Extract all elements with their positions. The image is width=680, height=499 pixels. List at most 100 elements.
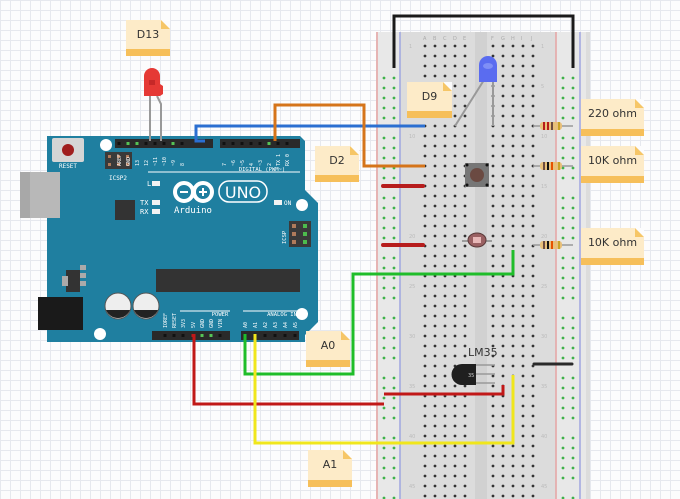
breadboard-hole[interactable]	[433, 454, 437, 458]
breadboard-hole[interactable]	[453, 414, 457, 418]
breadboard-hole[interactable]	[443, 134, 447, 138]
breadboard-hole[interactable]	[511, 454, 515, 458]
breadboard-hole[interactable]	[521, 184, 525, 188]
breadboard-hole[interactable]	[463, 54, 467, 58]
breadboard-hole[interactable]	[501, 194, 505, 198]
rail-hole[interactable]	[561, 86, 565, 90]
breadboard-hole[interactable]	[521, 164, 525, 168]
breadboard-hole[interactable]	[501, 154, 505, 158]
breadboard-hole[interactable]	[423, 484, 427, 488]
breadboard-hole[interactable]	[501, 364, 505, 368]
rail-hole[interactable]	[382, 416, 386, 420]
breadboard-hole[interactable]	[443, 364, 447, 368]
rail-hole[interactable]	[392, 476, 396, 480]
breadboard-hole[interactable]	[491, 284, 495, 288]
rail-hole[interactable]	[561, 76, 565, 80]
breadboard-hole[interactable]	[531, 484, 535, 488]
rail-hole[interactable]	[561, 166, 565, 170]
breadboard-hole[interactable]	[443, 164, 447, 168]
breadboard-hole[interactable]	[443, 384, 447, 388]
breadboard-hole[interactable]	[521, 174, 525, 178]
wire-orange-d2[interactable]	[273, 103, 425, 168]
rail-hole[interactable]	[561, 496, 565, 499]
rail-hole[interactable]	[561, 156, 565, 160]
breadboard-hole[interactable]	[443, 174, 447, 178]
breadboard-hole[interactable]	[443, 344, 447, 348]
breadboard-hole[interactable]	[433, 424, 437, 428]
rail-hole[interactable]	[561, 296, 565, 300]
rail-hole[interactable]	[382, 286, 386, 290]
breadboard-hole[interactable]	[491, 164, 495, 168]
breadboard-hole[interactable]	[521, 494, 525, 498]
breadboard-hole[interactable]	[501, 324, 505, 328]
breadboard-hole[interactable]	[443, 474, 447, 478]
breadboard-hole[interactable]	[463, 214, 467, 218]
breadboard-hole[interactable]	[443, 74, 447, 78]
breadboard-hole[interactable]	[501, 254, 505, 258]
breadboard-hole[interactable]	[443, 44, 447, 48]
breadboard-hole[interactable]	[531, 374, 535, 378]
breadboard-hole[interactable]	[521, 114, 525, 118]
resistor[interactable]	[533, 162, 573, 170]
breadboard-hole[interactable]	[433, 244, 437, 248]
breadboard-hole[interactable]	[453, 404, 457, 408]
rail-hole[interactable]	[571, 276, 575, 280]
breadboard-hole[interactable]	[443, 204, 447, 208]
rail-hole[interactable]	[561, 196, 565, 200]
rail-hole[interactable]	[382, 256, 386, 260]
note-a0[interactable]: A0	[306, 331, 350, 367]
breadboard-hole[interactable]	[531, 134, 535, 138]
breadboard-hole[interactable]	[453, 244, 457, 248]
breadboard-hole[interactable]	[453, 54, 457, 58]
breadboard-hole[interactable]	[423, 64, 427, 68]
breadboard-hole[interactable]	[491, 384, 495, 388]
breadboard-hole[interactable]	[521, 314, 525, 318]
breadboard-hole[interactable]	[531, 84, 535, 88]
breadboard-hole[interactable]	[521, 234, 525, 238]
breadboard-hole[interactable]	[463, 414, 467, 418]
rail-hole[interactable]	[571, 86, 575, 90]
breadboard-hole[interactable]	[501, 164, 505, 168]
breadboard-hole[interactable]	[433, 484, 437, 488]
breadboard-hole[interactable]	[423, 154, 427, 158]
rail-hole[interactable]	[382, 196, 386, 200]
breadboard-hole[interactable]	[423, 414, 427, 418]
rail-hole[interactable]	[382, 316, 386, 320]
breadboard-hole[interactable]	[453, 64, 457, 68]
rail-hole[interactable]	[571, 286, 575, 290]
rail-hole[interactable]	[571, 456, 575, 460]
power-pin[interactable]	[218, 334, 222, 337]
breadboard-hole[interactable]	[491, 264, 495, 268]
rail-hole[interactable]	[382, 146, 386, 150]
breadboard-hole[interactable]	[443, 194, 447, 198]
breadboard-hole[interactable]	[521, 424, 525, 428]
note-d9[interactable]: D9	[407, 82, 452, 118]
digital-pin[interactable]	[267, 142, 271, 145]
breadboard-hole[interactable]	[423, 334, 427, 338]
breadboard-hole[interactable]	[491, 454, 495, 458]
digital-pin[interactable]	[180, 142, 184, 145]
breadboard-hole[interactable]	[531, 304, 535, 308]
breadboard-hole[interactable]	[531, 474, 535, 478]
rail-hole[interactable]	[561, 316, 565, 320]
rail-hole[interactable]	[571, 106, 575, 110]
rail-hole[interactable]	[382, 476, 386, 480]
digital-pin[interactable]	[135, 142, 139, 145]
breadboard-hole[interactable]	[423, 474, 427, 478]
breadboard-hole[interactable]	[463, 154, 467, 158]
digital-pin[interactable]	[285, 142, 289, 145]
breadboard-hole[interactable]	[433, 494, 437, 498]
breadboard-hole[interactable]	[511, 74, 515, 78]
breadboard-hole[interactable]	[511, 304, 515, 308]
rail-hole[interactable]	[382, 376, 386, 380]
breadboard-hole[interactable]	[453, 164, 457, 168]
breadboard-hole[interactable]	[433, 334, 437, 338]
rail-hole[interactable]	[382, 156, 386, 160]
breadboard-hole[interactable]	[531, 144, 535, 148]
rail-hole[interactable]	[571, 466, 575, 470]
breadboard-hole[interactable]	[511, 364, 515, 368]
breadboard-hole[interactable]	[501, 484, 505, 488]
breadboard-hole[interactable]	[443, 284, 447, 288]
breadboard-hole[interactable]	[491, 404, 495, 408]
breadboard-hole[interactable]	[453, 94, 457, 98]
